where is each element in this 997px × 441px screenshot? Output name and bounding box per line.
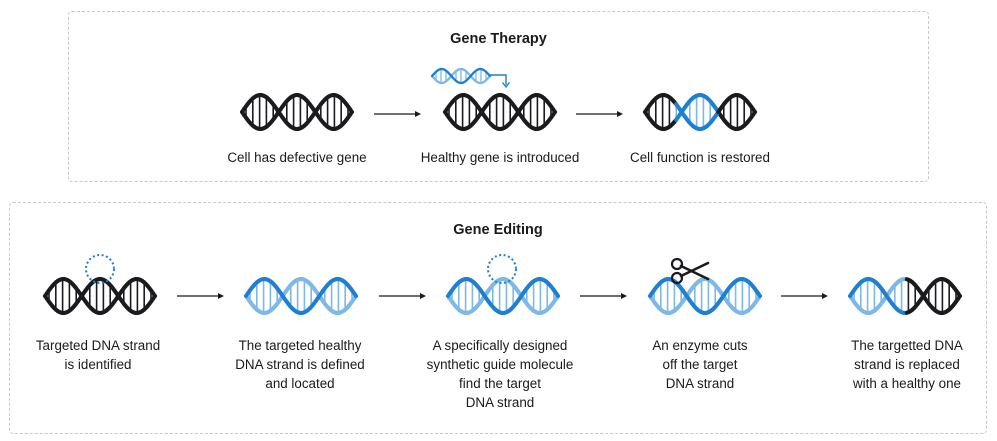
arrow-right-icon bbox=[576, 111, 623, 117]
dna-helix-icon bbox=[443, 93, 557, 131]
dna-strand bbox=[151, 291, 157, 298]
insert-arrow-icon bbox=[490, 74, 511, 89]
arrow-right-icon bbox=[379, 293, 426, 299]
dna-strand bbox=[348, 107, 354, 114]
dna-strand bbox=[956, 291, 962, 298]
dna-strand bbox=[551, 107, 557, 114]
gene-therapy-panel: Gene Therapy bbox=[68, 11, 929, 182]
arrow-right-icon bbox=[781, 293, 828, 299]
dna-helix-icon bbox=[446, 277, 560, 315]
therapy-step-3-label: Cell function is restored bbox=[630, 150, 770, 165]
therapy-step-1-label: Cell has defective gene bbox=[227, 150, 367, 165]
editing-step-1-label: Targeted DNA strand is identified bbox=[35, 338, 161, 372]
therapy-step-2-label: Healthy gene is introduced bbox=[420, 150, 580, 165]
dna-helix-icon bbox=[848, 277, 962, 315]
arrow-right-icon bbox=[580, 293, 627, 299]
editing-step-3-label: A specifically designed synthetic guide … bbox=[426, 338, 574, 410]
dna-helix-insert-icon bbox=[430, 67, 492, 85]
dna-strand bbox=[554, 291, 560, 298]
editing-step-5-label: The targetted DNA strand is replaced wit… bbox=[851, 338, 963, 391]
gene-editing-panel: Gene Editing bbox=[9, 202, 987, 434]
dna-helix-icon bbox=[240, 93, 354, 131]
editing-step-4-label: An enzyme cuts off the target DNA strand bbox=[652, 338, 748, 391]
dotted-target-icon bbox=[85, 254, 115, 284]
scissors-icon bbox=[670, 257, 710, 285]
editing-step-2-label: The targeted healthy DNA strand is defin… bbox=[235, 338, 365, 391]
arrow-right-icon bbox=[374, 111, 421, 117]
dna-helix-icon bbox=[643, 93, 757, 131]
dna-helix-icon bbox=[244, 277, 358, 315]
gene-editing-title: Gene Editing bbox=[453, 222, 543, 238]
arrow-right-icon bbox=[177, 293, 224, 299]
dna-strand bbox=[352, 291, 358, 298]
gene-therapy-title: Gene Therapy bbox=[450, 31, 547, 47]
dotted-target-icon bbox=[487, 254, 517, 284]
dna-strand bbox=[487, 73, 492, 78]
dna-strand bbox=[751, 107, 757, 114]
dna-strand bbox=[756, 291, 762, 298]
dna-helix-icon bbox=[43, 277, 157, 315]
